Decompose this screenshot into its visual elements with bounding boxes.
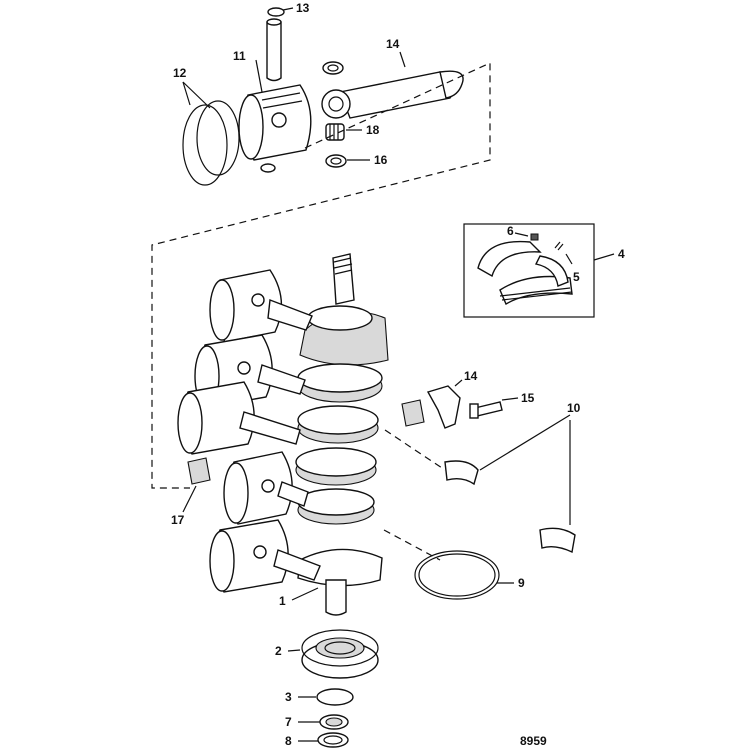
crankshaft-assembly — [177, 253, 576, 616]
callout-4: 4 — [618, 247, 625, 261]
callout-2: 2 — [275, 644, 282, 658]
callout-14-upper: 14 — [386, 37, 400, 51]
callout-14-lower: 14 — [464, 369, 478, 383]
piston-ring-outer — [182, 104, 228, 186]
leader-lines — [182, 7, 615, 742]
callout-7: 7 — [285, 715, 292, 729]
snap-ring — [414, 550, 500, 600]
piston-pin-lock-ring — [267, 7, 285, 17]
callout-6: 6 — [507, 224, 514, 238]
callout-18: 18 — [366, 123, 380, 137]
callout-17: 17 — [171, 513, 185, 527]
upper-piston-assembly — [151, 7, 491, 489]
callout-3: 3 — [285, 690, 292, 704]
piston-pin — [266, 18, 282, 82]
callout-5: 5 — [573, 270, 580, 284]
main-bearing-lower — [539, 527, 576, 554]
callout-16: 16 — [374, 153, 388, 167]
callout-1: 1 — [279, 594, 286, 608]
callout-11: 11 — [233, 49, 246, 63]
crankshaft-bottom — [325, 579, 347, 616]
retaining-ring — [316, 688, 354, 706]
callout-12: 12 — [173, 66, 187, 80]
callout-13: 13 — [296, 1, 310, 15]
callout-10: 10 — [567, 401, 581, 415]
rod-bolt — [474, 401, 503, 417]
lower-bearing-stack — [301, 629, 379, 748]
bearing-kit-inset — [463, 223, 595, 318]
rod-cap — [426, 385, 461, 429]
main-bearing-upper — [444, 460, 479, 486]
thrust-washer — [325, 154, 347, 168]
callout-8: 8 — [285, 734, 292, 748]
callout-15: 15 — [521, 391, 535, 405]
callout-9: 9 — [518, 576, 525, 590]
crank-web-6 — [297, 548, 383, 587]
inset-frame — [463, 223, 595, 318]
figure-number: 8959 — [520, 734, 547, 748]
rod-bearing — [187, 457, 211, 485]
piston-stack — [177, 269, 321, 593]
callout-labels: 13 11 12 14 18 16 6 4 5 14 15 10 17 9 1 … — [171, 1, 625, 748]
seal-ring — [317, 732, 349, 748]
